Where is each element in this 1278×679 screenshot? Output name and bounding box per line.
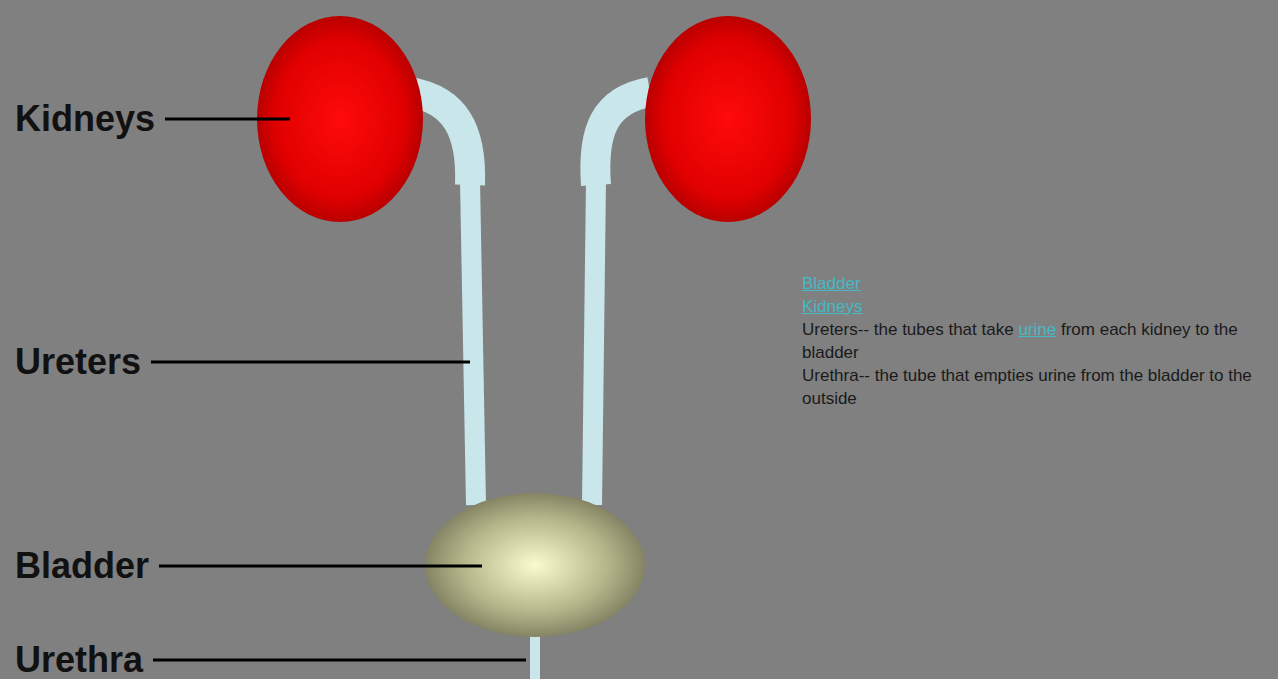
ureter-top bbox=[595, 92, 650, 185]
leader-line bbox=[151, 361, 470, 364]
note-paragraph: Ureters-- the tubes that takeurinefrom e… bbox=[802, 318, 1272, 364]
note-text: Ureters-- the tubes that take bbox=[802, 320, 1014, 339]
leader-line bbox=[153, 659, 526, 662]
leader-line bbox=[165, 118, 290, 121]
link-text: Bladder bbox=[802, 272, 1272, 295]
part-label: Urethra bbox=[15, 642, 143, 678]
notes-panel: BladderKidneysUreters-- the tubes that t… bbox=[802, 272, 1272, 410]
kidney bbox=[645, 16, 811, 222]
part-label: Kidneys bbox=[15, 101, 155, 137]
leader-line bbox=[159, 565, 482, 568]
part-label: Bladder bbox=[15, 548, 149, 584]
note-text: Urethra-- the tube that empties urine fr… bbox=[802, 364, 1272, 410]
link-text: Kidneys bbox=[802, 295, 1272, 318]
ureter bbox=[592, 180, 596, 505]
ureter bbox=[470, 180, 476, 505]
part-label: Ureters bbox=[15, 344, 141, 380]
link-text: urine bbox=[1018, 320, 1056, 339]
